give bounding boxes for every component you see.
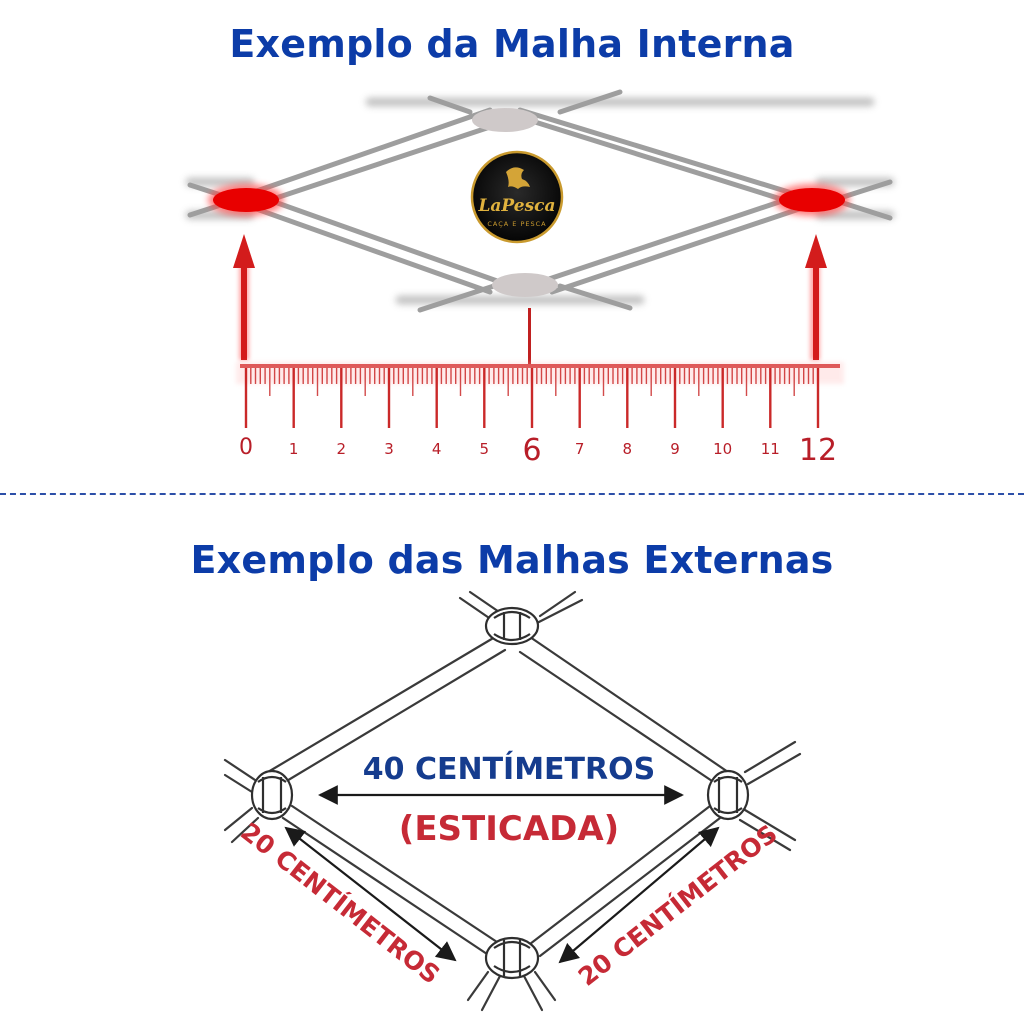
- ruler-label: 10: [713, 440, 732, 458]
- ruler-label: 9: [670, 440, 680, 458]
- right-side-arrow: [558, 826, 720, 964]
- ruler-label: 8: [623, 440, 633, 458]
- left-knot: [250, 769, 294, 821]
- right-knot: [706, 769, 750, 821]
- outer-mesh-knots: [250, 606, 750, 980]
- measure-arrows: [233, 234, 827, 364]
- ruler-label: 5: [480, 440, 490, 458]
- section-divider: [0, 493, 1024, 495]
- ruler-label: 0: [239, 435, 253, 460]
- left-arrow-head: [233, 234, 255, 268]
- left-arrow-shaft: [241, 262, 247, 360]
- top-knot: [472, 108, 538, 132]
- ruler-label: 12: [799, 433, 837, 468]
- right-arrow-head: [805, 234, 827, 268]
- outer-mesh-title: Exemplo das Malhas Externas: [190, 538, 834, 582]
- bottom-knot: [492, 273, 558, 297]
- left-side-arrow: [284, 826, 457, 962]
- logo-tagline: CAÇA E PESCA: [487, 220, 546, 228]
- ruler-label: 3: [384, 440, 394, 458]
- lapesca-logo: LaPesca CAÇA E PESCA: [470, 150, 564, 244]
- ruler-ticks: [244, 368, 820, 428]
- top-knot: [484, 606, 540, 646]
- left-red-knot: [213, 188, 279, 212]
- stretched-length-label: 40 CENTÍMETROS: [363, 751, 655, 787]
- stretched-note-label: (ESTICADA): [399, 809, 619, 849]
- logo-name: LaPesca: [477, 196, 555, 216]
- measurement-arrows: [284, 785, 720, 964]
- bottom-knot: [484, 936, 540, 980]
- ruler-label: 11: [761, 440, 780, 458]
- right-arrow-shaft: [813, 262, 819, 360]
- ruler-label: 1: [289, 440, 299, 458]
- ruler-label: 4: [432, 440, 442, 458]
- ruler-label: 7: [575, 440, 585, 458]
- ruler-label: 2: [337, 440, 347, 458]
- ruler-label: 6: [522, 433, 541, 468]
- right-red-knot: [779, 188, 845, 212]
- inner-mesh-title: Exemplo da Malha Interna: [229, 22, 795, 66]
